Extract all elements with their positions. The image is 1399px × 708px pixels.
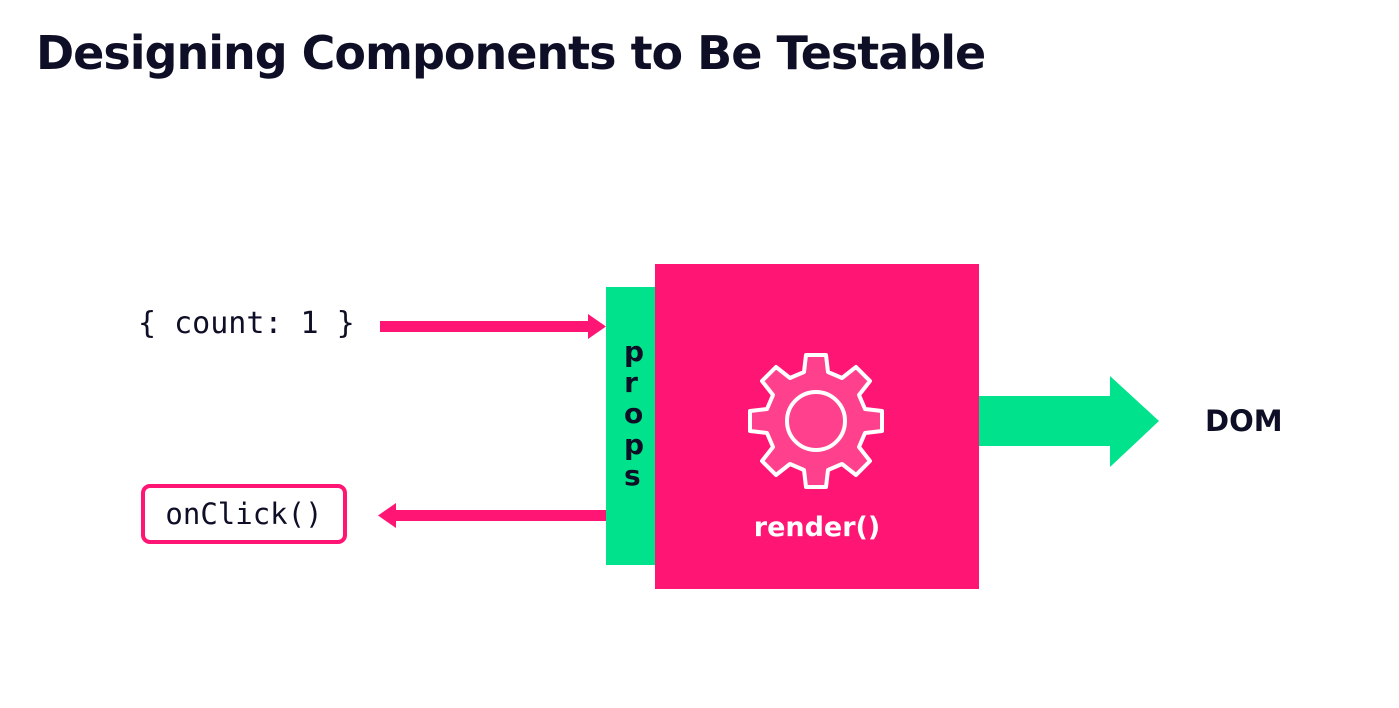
onclick-callback-box[interactable]: onClick() [141, 484, 347, 544]
dom-label: DOM [1205, 404, 1283, 438]
render-label: render() [753, 512, 881, 543]
component-box [655, 264, 979, 589]
props-label: props [624, 335, 645, 492]
input-arrow [380, 314, 606, 339]
props-value-label: { count: 1 } [138, 306, 355, 341]
gear-icon [748, 353, 884, 489]
props-bar [606, 287, 656, 565]
callback-arrow [378, 503, 606, 528]
output-arrow [979, 376, 1159, 467]
slide-title: Designing Components to Be Testable [36, 26, 986, 80]
onclick-callback-label: onClick() [165, 497, 323, 531]
